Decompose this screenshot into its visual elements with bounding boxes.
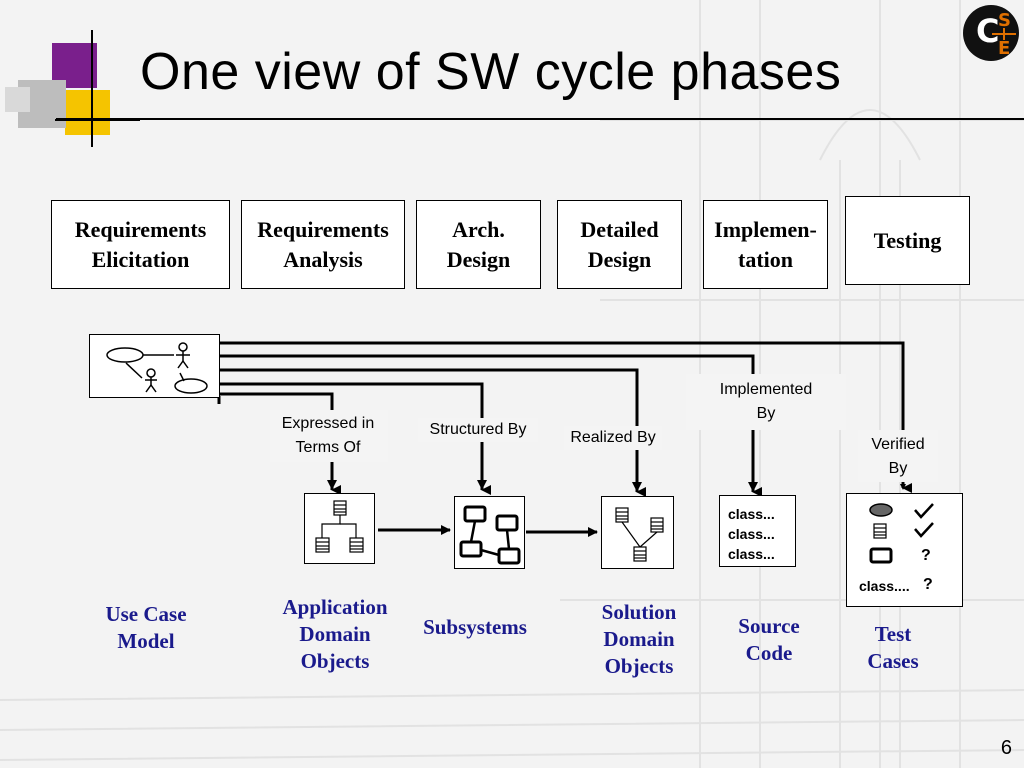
cse-logo-icon: C S E — [963, 5, 1019, 61]
solution-domain-box — [601, 496, 674, 569]
structured-label-bg — [418, 418, 538, 442]
phase-arch-design: Arch. Design — [416, 200, 541, 289]
phase-implementation: Implemen- tation — [703, 200, 828, 289]
line-to-detailed — [219, 368, 646, 497]
source-code-line: class... — [728, 506, 775, 522]
corner-decoration — [5, 30, 140, 147]
checkmark-icon — [914, 503, 934, 519]
label-structured-by: Structured By — [429, 421, 527, 438]
phase-requirements-analysis: Requirements Analysis — [241, 200, 405, 289]
label-implemented-by: Implemented By — [719, 381, 813, 422]
page-number: 6 — [1000, 737, 1012, 759]
subsystem-icon — [459, 505, 521, 565]
realized-label-bg — [564, 426, 662, 450]
slide-title: One view of SW cycle phases — [140, 43, 842, 101]
label-solution-domain-objects: Solution Domain Objects — [601, 600, 677, 678]
title-underline — [56, 118, 1024, 120]
use-case-ellipse-icon — [869, 503, 893, 517]
test-case-icons — [869, 503, 934, 564]
label-realized-by: Realized By — [570, 429, 656, 446]
checkmark-icon — [914, 522, 934, 538]
expressed-label-bg — [270, 410, 388, 462]
label-source-code: Source Code — [738, 614, 800, 665]
source-code-line: class... — [728, 546, 775, 562]
test-cases-box: ? class.... ? — [846, 493, 963, 607]
source-code-line: class... — [728, 526, 775, 542]
test-question-mark: ? — [923, 576, 933, 593]
test-question-mark: ? — [921, 547, 931, 564]
phase-testing: Testing — [845, 196, 970, 285]
class-icon — [873, 523, 887, 539]
svg-text:C: C — [976, 12, 999, 50]
test-class-line: class.... — [859, 578, 910, 594]
label-test-cases: Test Cases — [867, 622, 919, 673]
application-domain-box — [304, 493, 375, 564]
svg-text:S: S — [998, 10, 1011, 31]
use-case-icon — [106, 342, 208, 394]
label-subsystems: Subsystems — [423, 615, 527, 639]
phase-requirements-elicitation: Requirements Elicitation — [51, 200, 230, 289]
verified-label-bg — [858, 430, 938, 482]
class-diagram-icon — [615, 507, 664, 562]
class-diagram-icon — [315, 500, 364, 553]
implemented-label-bg — [686, 374, 846, 430]
subsystem-icon — [869, 547, 893, 564]
svg-text:E: E — [998, 38, 1010, 59]
label-expressed-in-terms-of: Expressed in Terms Of — [281, 415, 375, 456]
subsystems-box — [454, 496, 525, 569]
label-verified-by: Verified By — [871, 436, 925, 477]
use-case-model-box — [89, 334, 220, 398]
label-use-case-model: Use Case Model — [105, 602, 187, 653]
phase-detailed-design: Detailed Design — [557, 200, 682, 289]
label-application-domain-objects: Application Domain Objects — [282, 595, 388, 673]
source-code-box: class... class... class... — [719, 495, 796, 567]
